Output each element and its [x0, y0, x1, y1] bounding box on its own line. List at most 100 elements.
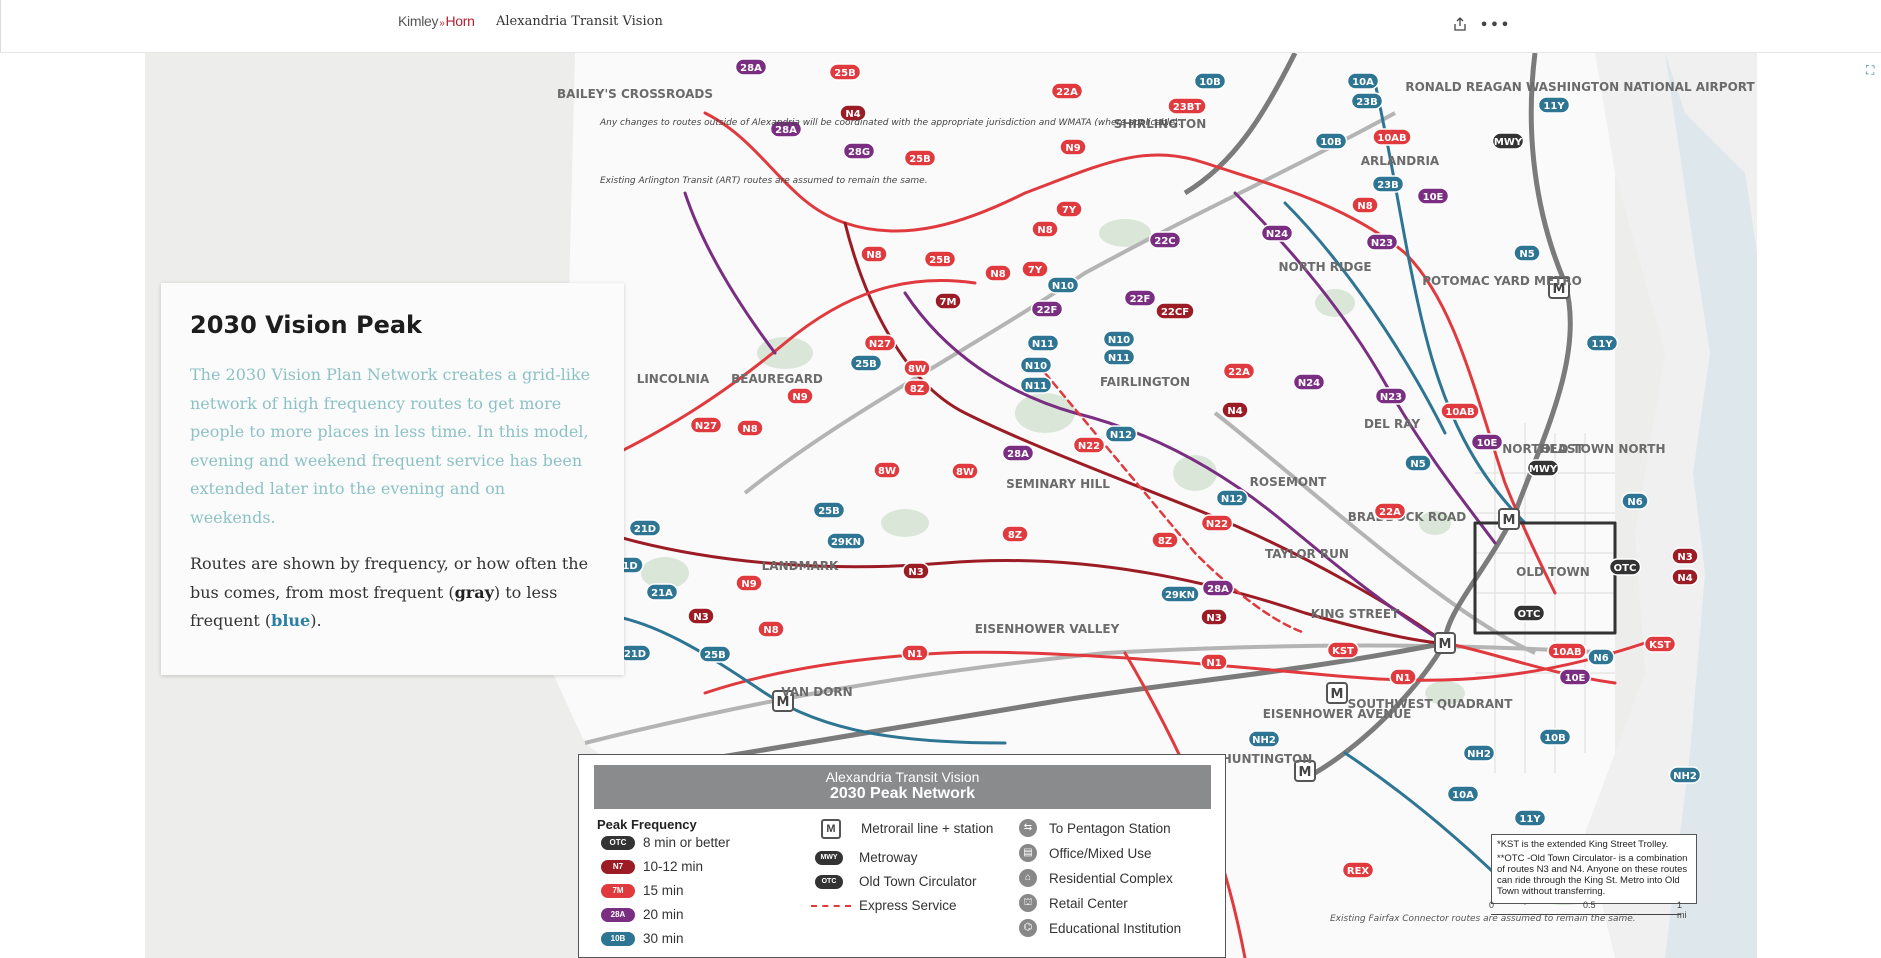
route-badge-22f[interactable]: 22F	[1030, 300, 1064, 318]
route-badge-n6[interactable]: N6	[1621, 492, 1649, 510]
route-badge-n11[interactable]: N11	[1026, 334, 1060, 352]
route-badge-n8[interactable]: N8	[984, 264, 1012, 282]
route-badge-n3[interactable]: N3	[902, 562, 930, 580]
route-badge-otc[interactable]: OTC	[1608, 558, 1642, 576]
route-badge-10e[interactable]: 10E	[1470, 433, 1504, 451]
route-badge-n8[interactable]: N8	[860, 245, 888, 263]
route-badge-n4[interactable]: N4	[1221, 401, 1249, 419]
route-badge-22a[interactable]: 22A	[1050, 82, 1084, 100]
route-badge-n27[interactable]: N27	[689, 416, 723, 434]
route-badge-21d[interactable]: 21D	[628, 519, 662, 537]
route-badge-nh2[interactable]: NH2	[1462, 744, 1496, 762]
route-badge-8z[interactable]: 8Z	[1151, 531, 1179, 549]
route-badge-mwy[interactable]: MWY	[1491, 132, 1525, 150]
route-badge-n8[interactable]: N8	[1031, 220, 1059, 238]
route-badge-8z[interactable]: 8Z	[903, 379, 931, 397]
expand-icon[interactable]: ⛶	[1866, 63, 1875, 77]
route-badge-8w[interactable]: 8W	[951, 462, 979, 480]
metro-station-icon[interactable]	[1326, 682, 1348, 704]
route-badge-22a[interactable]: 22A	[1222, 362, 1256, 380]
route-badge-n3[interactable]: N3	[687, 607, 715, 625]
route-badge-10b[interactable]: 10B	[1314, 132, 1348, 150]
route-badge-11y[interactable]: 11Y	[1585, 334, 1619, 352]
route-badge-8w[interactable]: 8W	[903, 359, 931, 377]
route-badge-n12[interactable]: N12	[1104, 425, 1138, 443]
more-options-button[interactable]: •••	[1479, 11, 1509, 37]
route-badge-n10[interactable]: N10	[1102, 330, 1136, 348]
route-badge-10ab[interactable]: 10AB	[1547, 642, 1587, 660]
kimley-horn-logo[interactable]: Kimley»Horn	[398, 13, 475, 29]
route-badge-n5[interactable]: N5	[1513, 244, 1541, 262]
route-badge-otc[interactable]: OTC	[1512, 604, 1546, 622]
route-badge-11y[interactable]: 11Y	[1513, 809, 1547, 827]
route-badge-21d[interactable]: 21D	[618, 644, 652, 662]
route-badge-8z[interactable]: 8Z	[1001, 525, 1029, 543]
route-badge-n4[interactable]: N4	[839, 104, 867, 122]
route-badge-10e[interactable]: 10E	[1416, 187, 1450, 205]
route-badge-n8[interactable]: N8	[1351, 196, 1379, 214]
route-badge-29kn[interactable]: 29KN	[1160, 585, 1200, 603]
route-badge-10a[interactable]: 10A	[1446, 785, 1480, 803]
route-badge-n9[interactable]: N9	[1059, 138, 1087, 156]
route-badge-25b[interactable]: 25B	[923, 250, 957, 268]
route-badge-mwy[interactable]: MWY	[1526, 459, 1560, 477]
route-badge-25b[interactable]: 25B	[812, 501, 846, 519]
route-badge-n1[interactable]: N1	[1389, 668, 1417, 686]
route-badge-n9[interactable]: N9	[786, 387, 814, 405]
route-badge-21a[interactable]: 21A	[645, 583, 679, 601]
route-badge-n24[interactable]: N24	[1292, 373, 1326, 391]
metro-station-icon[interactable]	[1498, 508, 1520, 530]
route-badge-n23[interactable]: N23	[1365, 233, 1399, 251]
route-badge-n27[interactable]: N27	[863, 334, 897, 352]
route-badge-29kn[interactable]: 29KN	[826, 532, 866, 550]
metro-station-icon[interactable]	[1294, 760, 1316, 782]
route-badge-n1[interactable]: N1	[901, 644, 929, 662]
route-badge-n3[interactable]: N3	[1200, 608, 1228, 626]
route-badge-n4[interactable]: N4	[1671, 568, 1699, 586]
route-badge-7y[interactable]: 7Y	[1055, 200, 1083, 218]
route-badge-22cf[interactable]: 22CF	[1155, 302, 1195, 320]
route-badge-7y[interactable]: 7Y	[1021, 260, 1049, 278]
route-badge-n11[interactable]: N11	[1102, 348, 1136, 366]
route-badge-23b[interactable]: 23B	[1371, 175, 1405, 193]
route-badge-11y[interactable]: 11Y	[1537, 96, 1571, 114]
route-badge-n1[interactable]: N1	[1200, 653, 1228, 671]
route-badge-n10[interactable]: N10	[1019, 356, 1053, 374]
route-badge-kst[interactable]: KST	[1643, 635, 1677, 653]
route-badge-n3[interactable]: N3	[1671, 547, 1699, 565]
route-badge-25b[interactable]: 25B	[849, 354, 883, 372]
metro-station-icon[interactable]	[772, 690, 794, 712]
route-badge-n9[interactable]: N9	[735, 574, 763, 592]
route-badge-22a[interactable]: 22A	[1373, 502, 1407, 520]
route-badge-28a[interactable]: 28A	[769, 120, 803, 138]
route-badge-25b[interactable]: 25B	[828, 63, 862, 81]
route-badge-n6[interactable]: N6	[1587, 648, 1615, 666]
route-badge-n11[interactable]: N11	[1019, 376, 1053, 394]
route-badge-10a[interactable]: 10A	[1346, 72, 1380, 90]
route-badge-28a[interactable]: 28A	[1001, 444, 1035, 462]
route-badge-28a[interactable]: 28A	[1201, 579, 1235, 597]
route-badge-n8[interactable]: N8	[757, 620, 785, 638]
route-badge-n23[interactable]: N23	[1374, 387, 1408, 405]
route-badge-23b[interactable]: 23B	[1350, 92, 1384, 110]
route-badge-22f[interactable]: 22F	[1123, 289, 1157, 307]
route-badge-23bt[interactable]: 23BT	[1167, 97, 1207, 115]
route-badge-n8[interactable]: N8	[736, 419, 764, 437]
route-badge-nh2[interactable]: NH2	[1247, 730, 1281, 748]
metro-station-icon[interactable]	[1548, 277, 1570, 299]
route-badge-n24[interactable]: N24	[1260, 224, 1294, 242]
route-badge-10ab[interactable]: 10AB	[1440, 402, 1480, 420]
route-badge-kst[interactable]: KST	[1326, 641, 1360, 659]
route-badge-25b[interactable]: 25B	[903, 149, 937, 167]
route-badge-8w[interactable]: 8W	[873, 461, 901, 479]
route-badge-28g[interactable]: 28G	[842, 142, 876, 160]
route-badge-n12[interactable]: N12	[1215, 489, 1249, 507]
route-badge-10ab[interactable]: 10AB	[1372, 128, 1412, 146]
route-badge-10e[interactable]: 10E	[1558, 668, 1592, 686]
route-badge-7m[interactable]: 7M	[934, 292, 962, 310]
route-badge-nh2[interactable]: NH2	[1668, 766, 1702, 784]
route-badge-rex[interactable]: REX	[1341, 861, 1375, 879]
route-badge-n5[interactable]: N5	[1404, 454, 1432, 472]
metro-station-icon[interactable]	[1434, 632, 1456, 654]
